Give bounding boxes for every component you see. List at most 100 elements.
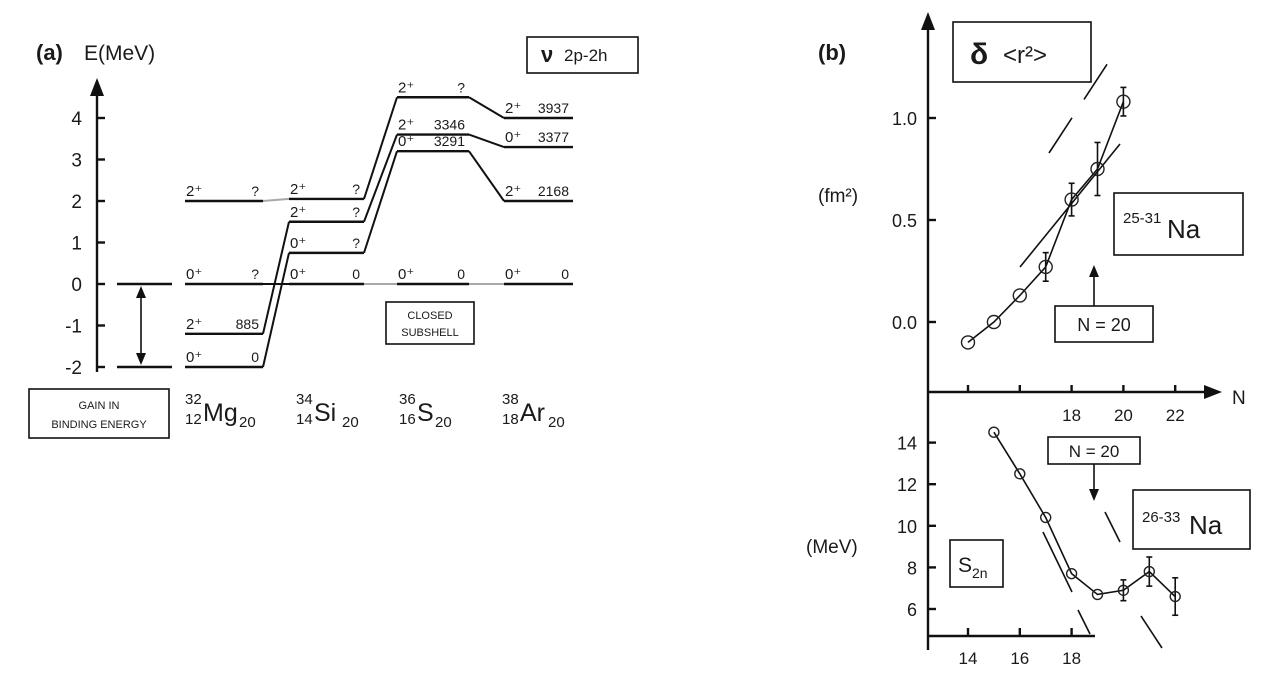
nucleus-mass: 36 bbox=[399, 391, 416, 408]
gain-box bbox=[28, 388, 170, 439]
r2-text: <r²> bbox=[1003, 42, 1047, 69]
n-axis-tick-label: 20 bbox=[1114, 406, 1133, 425]
s2n-data-point bbox=[1143, 565, 1156, 578]
level-spin-label: 0⁺ bbox=[505, 129, 521, 146]
s2n-data-point bbox=[1014, 468, 1026, 480]
level-value-label: ? bbox=[352, 235, 360, 251]
radius-data-point bbox=[960, 335, 976, 350]
top-y-tick-label: 0.5 bbox=[892, 211, 917, 231]
n-axis-tick-label: 22 bbox=[1166, 406, 1185, 425]
s2n-error-bar bbox=[1172, 576, 1179, 617]
s2n-dash-upper bbox=[1104, 511, 1121, 543]
nucleus-symbol: Ar bbox=[520, 399, 545, 427]
title-box bbox=[526, 36, 639, 74]
radius-data-point bbox=[1116, 94, 1131, 109]
s2n-data-point bbox=[1039, 511, 1052, 524]
level-connection bbox=[262, 197, 290, 202]
na-bottom-box bbox=[1132, 489, 1251, 550]
nucleus-charge: 12 bbox=[185, 411, 202, 428]
bottom-y-tick-label: 12 bbox=[897, 475, 917, 495]
s2n-sub: 2n bbox=[972, 565, 988, 581]
level-value-label: 0 bbox=[352, 266, 360, 282]
level-spin-label: 2⁺ bbox=[505, 100, 521, 117]
level-spin-label: 0⁺ bbox=[186, 266, 202, 283]
energy-tick-label: 4 bbox=[71, 109, 82, 130]
gain-arrow-head-down bbox=[136, 353, 146, 365]
bottom-y-tick-label: 10 bbox=[897, 517, 917, 537]
level-spin-label: 2⁺ bbox=[186, 316, 202, 333]
na-top-box bbox=[1113, 192, 1244, 256]
s2n-error-bar bbox=[1120, 579, 1127, 602]
nucleus-neutrons: 20 bbox=[548, 414, 565, 431]
s2n-base: S bbox=[958, 554, 972, 577]
level-value-label: ? bbox=[352, 204, 360, 220]
radius-error-bar bbox=[1094, 141, 1101, 197]
nucleus-charge: 14 bbox=[296, 411, 313, 428]
panel-a-label: (a) bbox=[36, 40, 63, 65]
bottom-x-tick-label: 16 bbox=[1010, 649, 1029, 668]
na-top-symbol: Na bbox=[1167, 214, 1201, 244]
level-value-label: 885 bbox=[236, 316, 260, 332]
level-spin-label: 2⁺ bbox=[186, 183, 202, 200]
s2n-dash-right bbox=[1140, 615, 1163, 649]
nucleus-charge: 18 bbox=[502, 411, 519, 428]
level-value-label: 3937 bbox=[538, 100, 569, 116]
level-value-label: 3291 bbox=[434, 133, 465, 149]
nucleus-mass: 34 bbox=[296, 391, 313, 408]
nucleus-symbol: Mg bbox=[203, 399, 238, 427]
bottom-y-tick-label: 6 bbox=[907, 600, 917, 620]
bottom-x-tick-label: 18 bbox=[1062, 649, 1081, 668]
radius-data-point bbox=[1038, 259, 1053, 275]
level-spin-label: 2⁺ bbox=[290, 204, 306, 221]
nucleus-neutrons: 20 bbox=[239, 414, 256, 431]
nucleus-symbol: S bbox=[417, 399, 434, 427]
top-y-tick-label: 0.0 bbox=[892, 313, 917, 333]
closed-box-line2: SUBSHELL bbox=[401, 327, 458, 339]
s2n-box bbox=[949, 539, 1004, 588]
s2n-data-point bbox=[1117, 584, 1130, 596]
closed-box-line1: CLOSED bbox=[407, 310, 452, 322]
level-spin-label: 0⁺ bbox=[290, 235, 306, 252]
level-connection bbox=[468, 133, 505, 148]
closed-subshell-box bbox=[385, 301, 475, 345]
level-connection bbox=[262, 221, 290, 335]
radius-error-bar bbox=[1042, 251, 1049, 283]
n20-bottom-text: N = 20 bbox=[1069, 442, 1120, 461]
energy-tick-label: 3 bbox=[71, 151, 82, 172]
level-connection bbox=[262, 252, 290, 368]
level-connection bbox=[468, 96, 505, 119]
n20-top-arrow-head bbox=[1089, 265, 1099, 277]
level-value-label: 2168 bbox=[538, 183, 569, 199]
nucleus-charge: 16 bbox=[399, 411, 416, 428]
top-unit-label: (fm²) bbox=[818, 186, 858, 207]
energy-tick-label: 2 bbox=[71, 192, 82, 213]
level-value-label: 3346 bbox=[434, 117, 465, 133]
level-spin-label: 0⁺ bbox=[290, 266, 306, 283]
radius-data-point bbox=[986, 314, 1002, 330]
energy-axis-label: E(MeV) bbox=[84, 42, 155, 65]
level-value-label: ? bbox=[251, 183, 259, 199]
radius-data-point bbox=[1090, 161, 1105, 177]
level-connection bbox=[363, 134, 398, 223]
energy-tick-label: 1 bbox=[71, 234, 82, 255]
level-spin-label: 0⁺ bbox=[505, 266, 521, 283]
delta-r2-box bbox=[952, 21, 1092, 83]
level-spin-label: 2⁺ bbox=[398, 79, 414, 96]
panel-b-label: (b) bbox=[818, 40, 846, 65]
na-bottom-mass-range: 26-33 bbox=[1142, 509, 1180, 526]
bottom-y-tick-label: 8 bbox=[907, 558, 917, 578]
radius-data-point bbox=[1064, 192, 1079, 207]
n-axis-arrow bbox=[1204, 385, 1222, 399]
n20-bottom-arrow-head bbox=[1089, 489, 1099, 501]
level-spin-label: 0⁺ bbox=[398, 133, 414, 150]
s2n-trend-left bbox=[1042, 531, 1073, 593]
level-value-label: ? bbox=[457, 79, 465, 95]
level-spin-label: 2⁺ bbox=[505, 183, 521, 200]
s2n-dash-lower bbox=[1077, 609, 1091, 635]
nucleus-symbol: Si bbox=[314, 399, 336, 427]
nucleus-mass: 32 bbox=[185, 391, 202, 408]
